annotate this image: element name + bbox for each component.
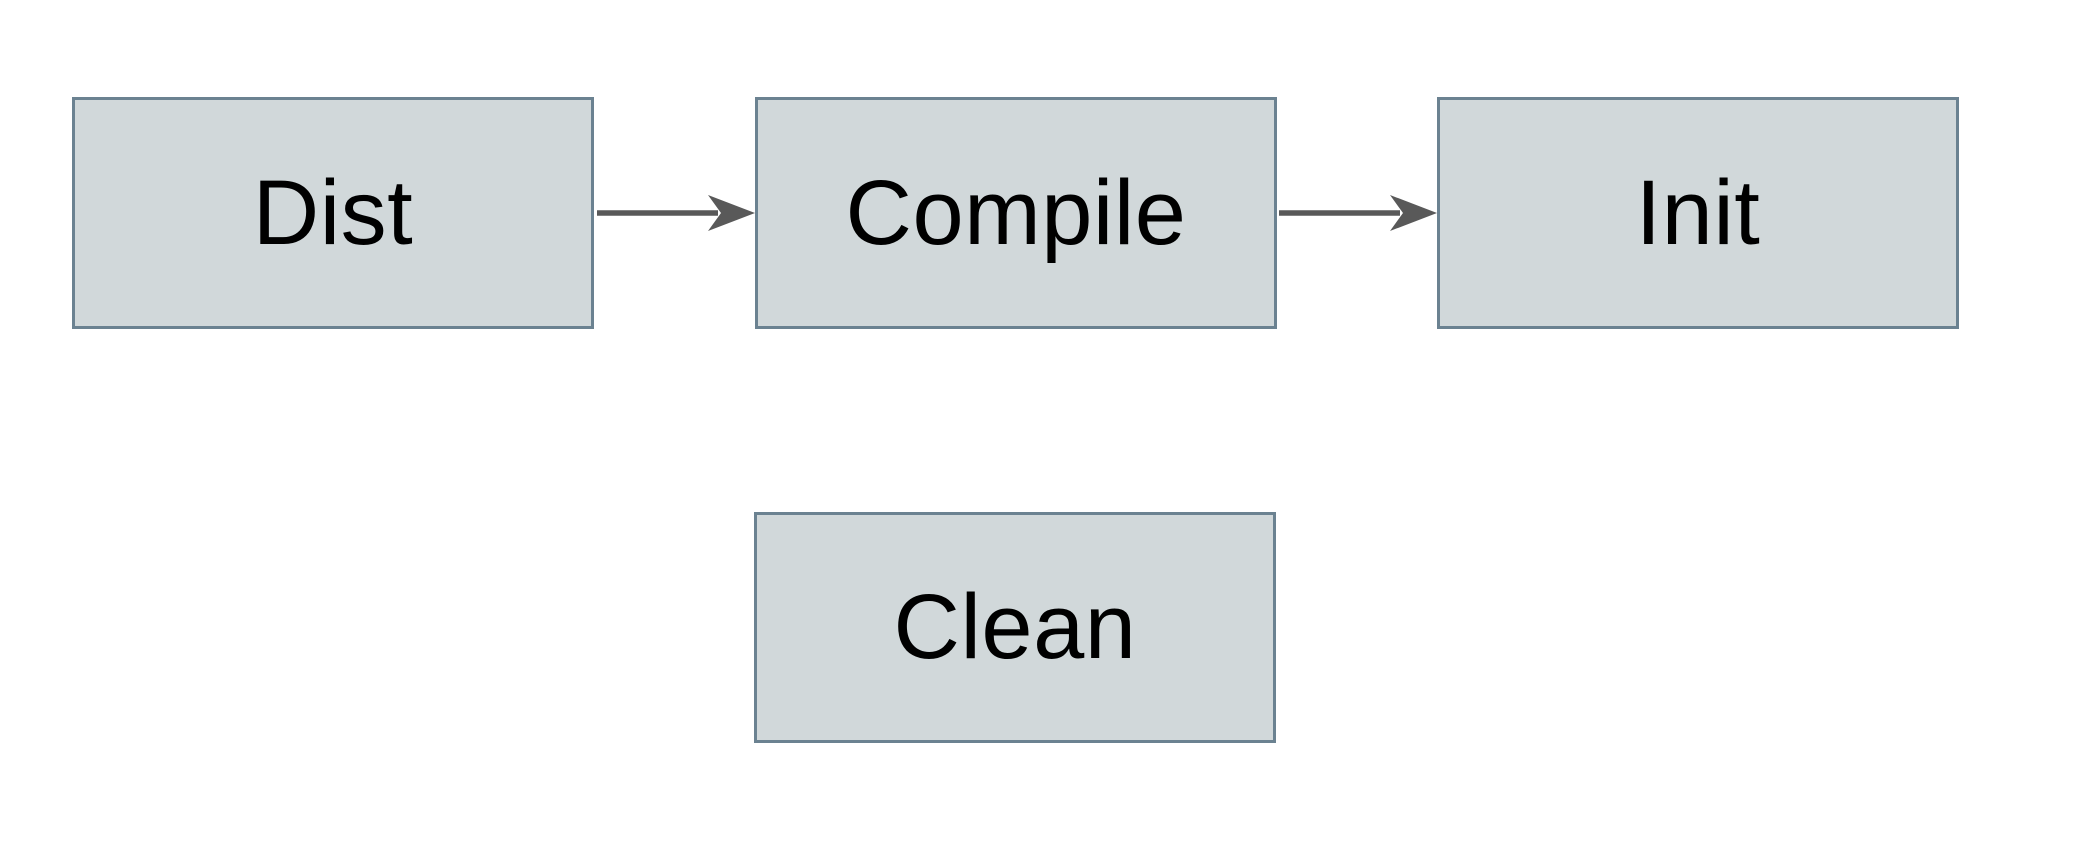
arrowhead-icon (708, 195, 755, 231)
node-clean-label: Clean (893, 576, 1137, 678)
node-dist: Dist (72, 97, 594, 329)
arrow-compile-to-init (1279, 195, 1437, 231)
node-compile-label: Compile (845, 161, 1187, 264)
node-clean: Clean (754, 512, 1276, 743)
node-compile: Compile (755, 97, 1277, 329)
node-init-label: Init (1635, 161, 1761, 264)
arrow-dist-to-compile (597, 195, 755, 231)
arrowhead-icon (1390, 195, 1437, 231)
node-dist-label: Dist (252, 161, 414, 264)
node-init: Init (1437, 97, 1959, 329)
